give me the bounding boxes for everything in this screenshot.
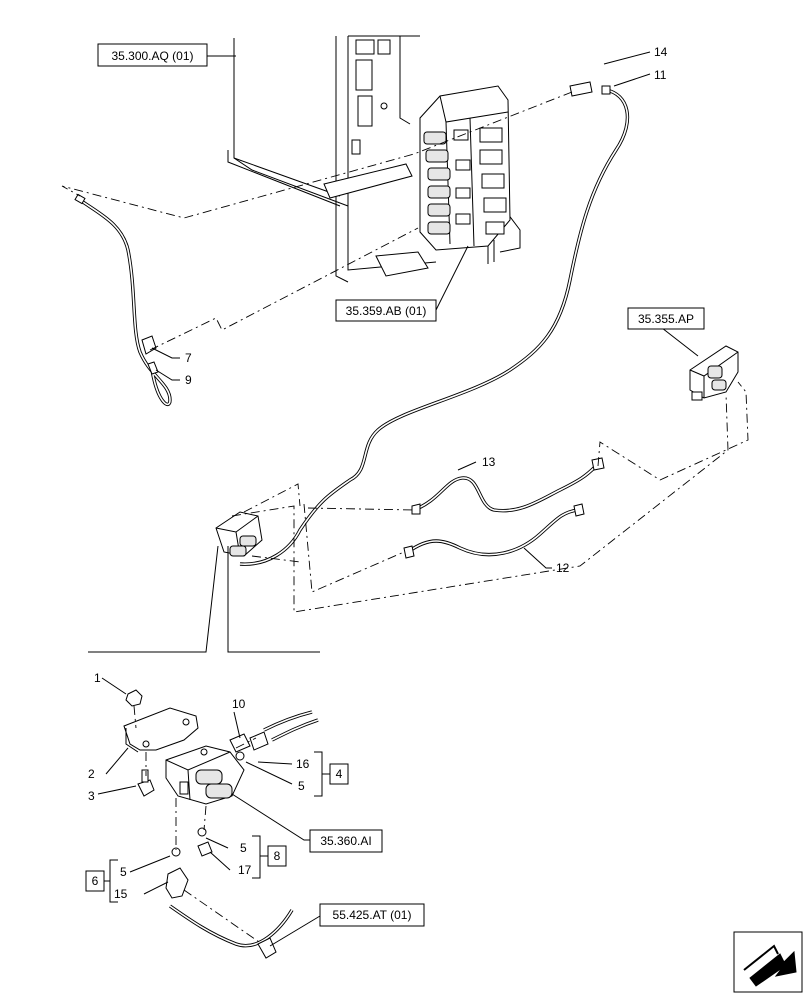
callout-14: 14 — [654, 45, 668, 59]
hose-11 — [239, 81, 630, 566]
svg-text:35.355.AP: 35.355.AP — [638, 312, 694, 326]
callout-9: 9 — [185, 373, 192, 387]
fitting-16 — [249, 731, 269, 751]
callout-12: 12 — [556, 561, 570, 575]
callout-7: 7 — [185, 351, 192, 365]
callout-5-upper: 5 — [298, 779, 305, 793]
callout-16: 16 — [296, 757, 310, 771]
svg-text:4: 4 — [336, 767, 343, 781]
callout-11: 11 — [654, 68, 667, 82]
kit-4: 4 — [314, 751, 349, 797]
kit-6: 6 — [85, 859, 118, 903]
ref-35-300-aq[interactable]: 35.300.AQ (01) — [97, 43, 208, 67]
reference-boxes: 35.300.AQ (01) 35.359.AB (01) 35.355.AP … — [97, 43, 705, 927]
section-divider — [88, 545, 320, 653]
ref-35-359-ab[interactable]: 35.359.AB (01) — [335, 299, 437, 322]
svg-text:35.359.AB (01): 35.359.AB (01) — [346, 304, 427, 318]
seal-5-middle — [197, 827, 207, 837]
callout-3: 3 — [88, 789, 95, 803]
callout-13: 13 — [482, 455, 496, 469]
callout-10: 10 — [232, 697, 246, 711]
valve-spools — [423, 127, 507, 235]
arrow-navigation-icon[interactable] — [733, 931, 803, 993]
svg-text:35.360.AI: 35.360.AI — [320, 834, 371, 848]
svg-text:6: 6 — [92, 874, 99, 888]
control-valve-block — [419, 85, 511, 251]
tee-fitting-15 — [165, 867, 189, 899]
seal-5-upper — [235, 751, 245, 761]
machine-frame — [227, 35, 521, 283]
solenoid-valve-assembly — [165, 745, 245, 805]
svg-text:35.300.AQ (01): 35.300.AQ (01) — [111, 49, 193, 63]
callout-5-lower: 5 — [120, 865, 127, 879]
kit-8: 8 — [252, 835, 287, 879]
seal-5-lower — [171, 847, 181, 857]
svg-text:8: 8 — [274, 849, 281, 863]
bracket-2 — [123, 707, 199, 751]
leader-lines — [97, 51, 699, 947]
hose-12 — [403, 503, 585, 559]
callout-15: 15 — [114, 887, 128, 901]
callout-numbers: 14 11 7 9 13 12 1 10 2 3 16 5 5 17 5 15 — [88, 45, 668, 901]
clip-7 — [141, 335, 157, 355]
pressure-switch — [257, 937, 277, 959]
ref-35-360-ai[interactable]: 35.360.AI — [309, 829, 383, 853]
solenoid-valve-middle — [215, 511, 263, 557]
svg-text:55.425.AT (01): 55.425.AT (01) — [333, 908, 412, 922]
fitting-9 — [147, 361, 159, 375]
callout-5-middle: 5 — [240, 841, 247, 855]
ref-55-425-at[interactable]: 55.425.AT (01) — [319, 903, 425, 927]
plug-17 — [197, 841, 213, 857]
hose-upper-left — [74, 193, 172, 407]
fitting-14 — [569, 81, 593, 97]
callout-1: 1 — [94, 671, 101, 685]
callout-2: 2 — [88, 767, 95, 781]
exploded-view — [123, 689, 319, 959]
callout-17: 17 — [238, 863, 252, 877]
kit-brackets: 4 8 6 — [85, 751, 349, 903]
ref-35-355-ap[interactable]: 35.355.AP — [627, 307, 705, 330]
pilot-valve-right — [689, 345, 739, 401]
routing-lines — [61, 91, 749, 613]
bolt-1 — [125, 689, 143, 707]
